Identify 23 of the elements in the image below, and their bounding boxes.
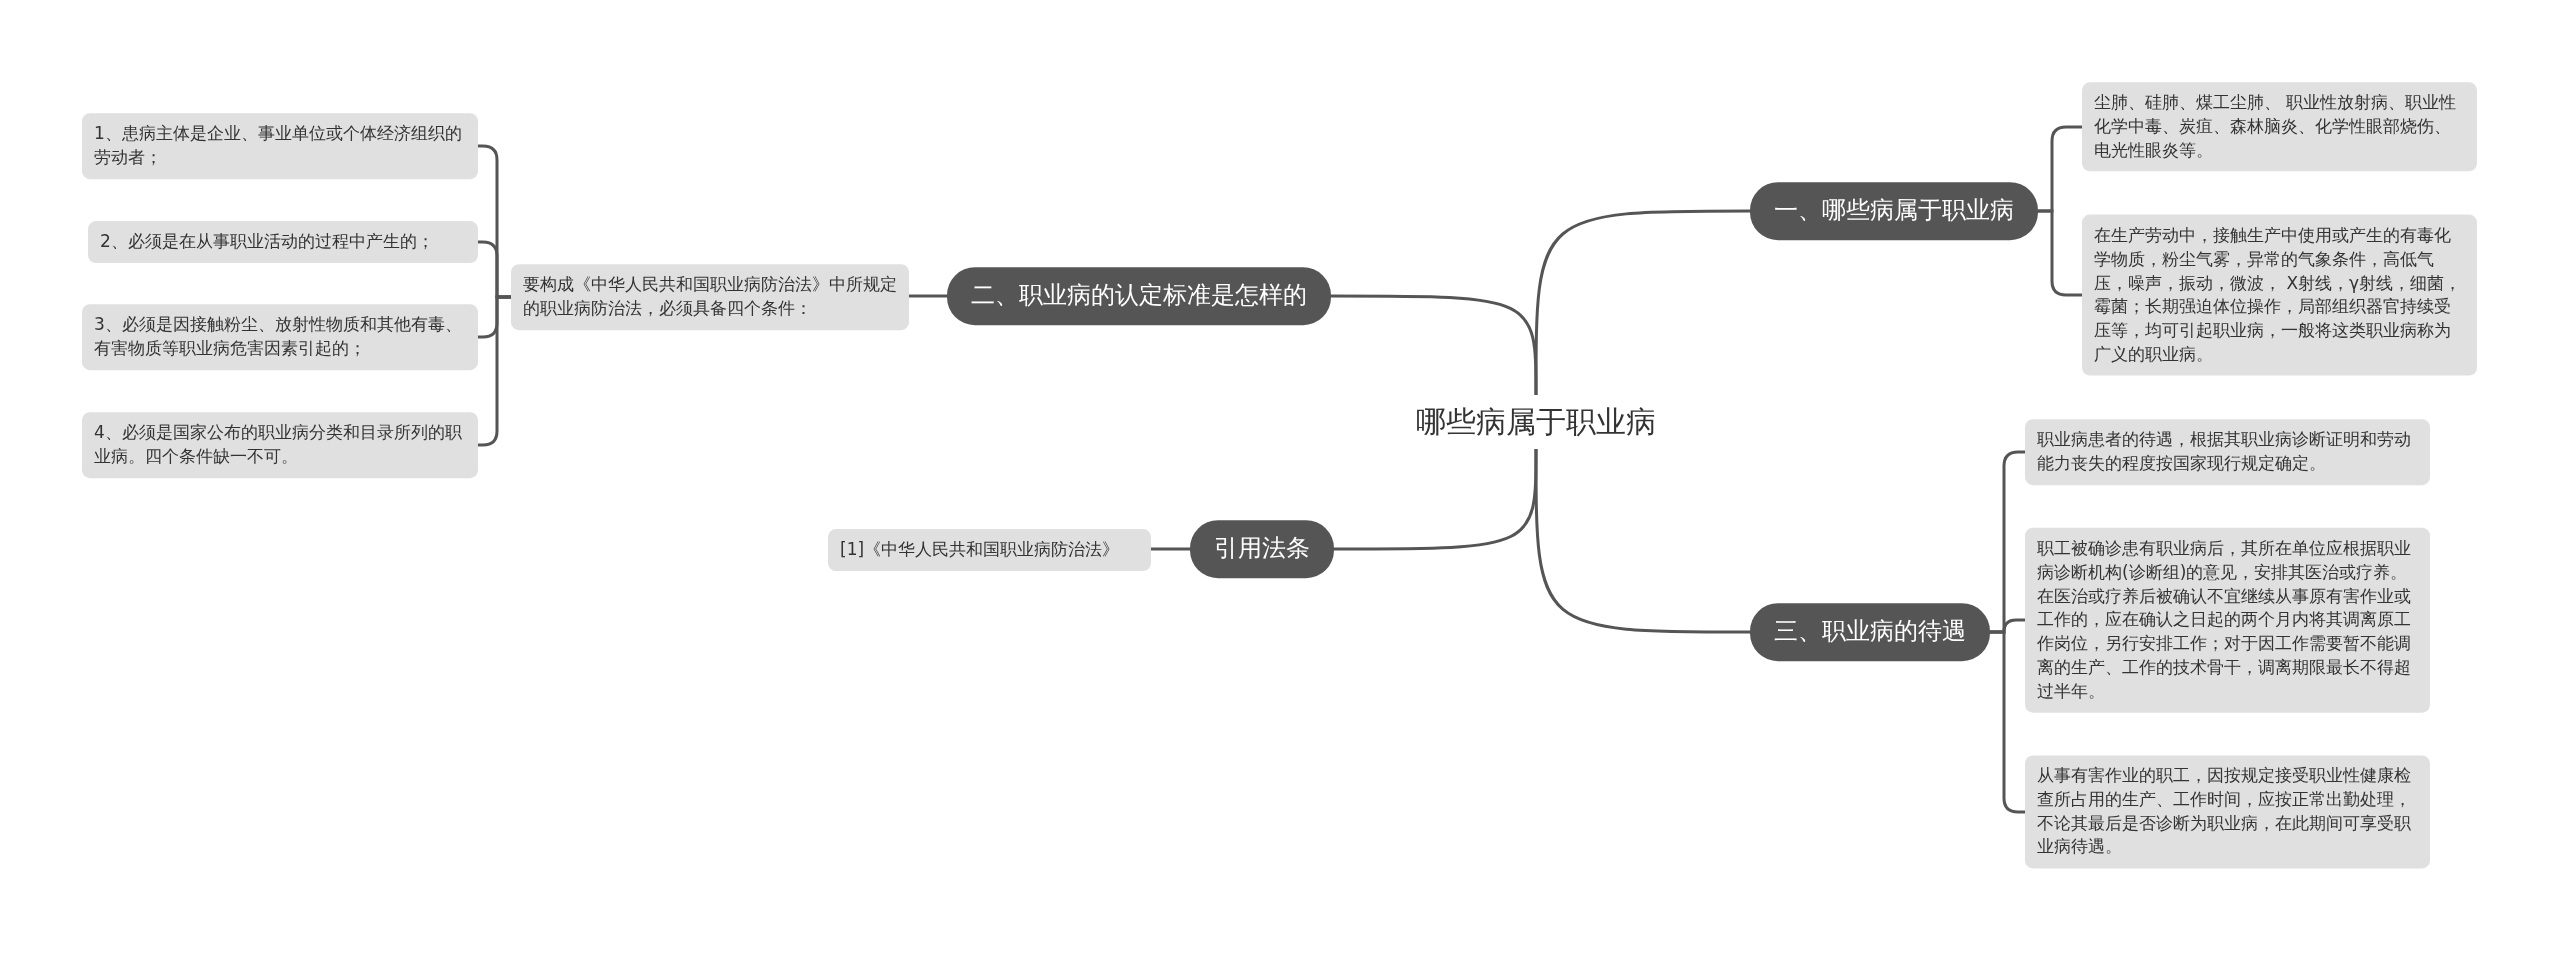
connector-line [1534, 209, 1750, 395]
note-box: 职业病患者的待遇，根据其职业病诊断证明和劳动能力丧失的程度按国家现行规定确定。 [2025, 419, 2430, 485]
central-topic: 哪些病属于职业病 [1408, 395, 1664, 449]
connector-line [1151, 547, 1190, 551]
connector-line [1534, 449, 1750, 634]
note-box: 3、必须是因接触粉尘、放射性物质和其他有毒、有害物质等职业病危害因素引起的； [82, 304, 478, 370]
topic-pill: 引用法条 [1190, 520, 1334, 578]
note-box: 2、必须是在从事职业活动的过程中产生的； [88, 221, 478, 263]
topic-pill: 三、职业病的待遇 [1750, 603, 1990, 661]
note-box: 从事有害作业的职工，因按规定接受职业性健康检查所占用的生产、工作时间，应按正常出勤处理，不论其最后是否诊断为职业病，在此期间可享受职业病待遇。 [2025, 755, 2430, 869]
note-box: 在生产劳动中，接触生产中使用或产生的有毒化学物质，粉尘气雾，异常的气象条件，高低气压，噪声，振动，微波， X射线，γ射线，细菌，霉菌；长期强迫体位操作，局部组织器官持续受压等，均可引起职业病，一般将这类职业病称为广义的职业病。 [2082, 214, 2477, 376]
topic-pill: 一、哪些病属于职业病 [1750, 182, 2038, 240]
note-box: 1、患病主体是企业、事业单位或个体经济组织的劳动者； [82, 113, 478, 179]
connector-line [1331, 294, 1538, 395]
note-box: 要构成《中华人民共和国职业病防治法》中所规定的职业病防治法，必须具备四个条件： [511, 264, 909, 330]
connector-line [909, 294, 947, 298]
note-box: [1]《中华人民共和国职业病防治法》 [828, 529, 1151, 571]
note-box: 尘肺、硅肺、煤工尘肺、 职业性放射病、职业性化学中毒、炭疽、森林脑炎、化学性眼部烧伤、电光性眼炎等。 [2082, 82, 2477, 172]
note-box: 职工被确诊患有职业病后，其所在单位应根据职业病诊断机构(诊断组)的意见，安排其医治或疗养。在医治或疗养后被确认不宜继续从事原有害作业或工作的，应在确认之日起的两个月内将其调离原工作岗位，另行安排工作；对于因工作需要暂不能调离的生产、工作的技术骨干，调离期限最长不得超过半年。 [2025, 527, 2430, 713]
connector-line [478, 295, 511, 447]
topic-pill: 二、职业病的认定标准是怎样的 [947, 267, 1331, 325]
note-box: 4、必须是国家公布的职业病分类和目录所列的职业病。四个条件缺一不可。 [82, 412, 478, 478]
connector-line [1334, 449, 1538, 551]
